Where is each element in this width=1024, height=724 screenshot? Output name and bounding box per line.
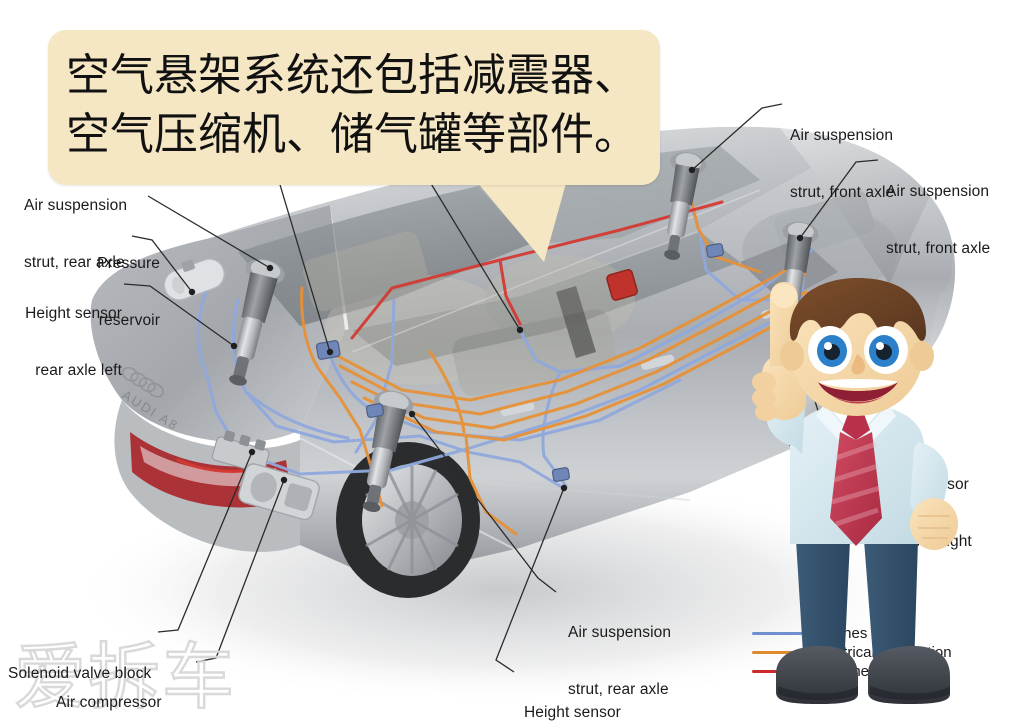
- mascot-right-arm: [910, 442, 958, 550]
- watermark-text: 爱拆车: [14, 636, 236, 719]
- callout-line-2: strut, front axle: [790, 184, 895, 201]
- callout-line-1: Air suspension: [886, 183, 990, 200]
- legend-swatch-air-lines: [752, 632, 804, 635]
- speech-bubble-text: 空气悬架系统还包括减震器、 空气压缩机、储气罐等部件。: [66, 46, 646, 164]
- strut-front-left: [664, 152, 707, 260]
- callout-height-sensor-rear-axle-right: Height sensor rear axle right: [524, 665, 621, 724]
- mascot-tie: [830, 414, 882, 546]
- strut-rear-right: [362, 390, 414, 513]
- watermark-svg: 爱拆车: [13, 634, 236, 720]
- mascot-head: [780, 278, 934, 416]
- callout-line-1: Solenoid valve block: [8, 665, 152, 682]
- mascot-shoes: [776, 646, 950, 704]
- callout-line-1: Air suspension: [24, 197, 128, 214]
- callout-line-1: Height sensor: [524, 704, 621, 721]
- callout-air-suspension-strut-rear-axle-right: Air suspension strut, rear axle: [568, 585, 671, 724]
- speech-bubble-line-1: 空气悬架系统还包括减震器、: [66, 50, 638, 101]
- strut-front-right: [780, 221, 819, 327]
- callout-line-2: reservoir: [98, 312, 160, 329]
- callout-air-compressor: Air compressor: [56, 655, 162, 724]
- speech-bubble-line-2: 空气压缩机、储气罐等部件。: [66, 109, 638, 160]
- callout-line-2: strut, rear axle: [568, 681, 669, 698]
- callout-pressure-reservoir: Pressure reservoir: [0, 216, 160, 368]
- callout-air-suspension-strut-front-axle-1: Air suspension strut, front axle: [790, 88, 894, 240]
- callout-line-1: Air suspension: [790, 127, 894, 144]
- callout-line-2: strut, front axle: [886, 240, 991, 257]
- legend-swatch-electrical-connection: [752, 651, 804, 654]
- leader-lines: [123, 103, 879, 673]
- callout-height-sensor-rear-axle-left: Height sensor rear axle left: [0, 266, 122, 418]
- cartoon-businessman-mascot: [718, 278, 1018, 724]
- callout-line-2: rear axle left: [35, 362, 122, 379]
- callout-air-suspension-strut-rear-axle-left: Air suspension strut, rear axle: [24, 158, 127, 310]
- callout-solenoid-valve-block: Solenoid valve block: [8, 626, 151, 721]
- callout-line-1: Height sensor: [25, 305, 122, 322]
- pressure-reservoir-part: [163, 258, 225, 301]
- callout-air-suspension-strut-front-axle-2: Air suspension strut, front axle: [886, 144, 990, 296]
- speech-bubble-tail: [472, 176, 568, 262]
- watermark: 爱拆车: [13, 634, 314, 720]
- red-module: [606, 269, 638, 301]
- callout-line-2: strut, rear axle: [24, 254, 125, 271]
- mascot-legs: [796, 540, 918, 670]
- callout-line-1: Air compressor: [56, 694, 162, 711]
- callout-line-1: Air suspension: [568, 624, 672, 641]
- speech-bubble: 空气悬架系统还包括减震器、 空气压缩机、储气罐等部件。: [48, 30, 660, 185]
- callout-line-1: Pressure: [97, 255, 160, 272]
- mascot-svg: [752, 278, 958, 704]
- strut-rear-left: [229, 258, 285, 386]
